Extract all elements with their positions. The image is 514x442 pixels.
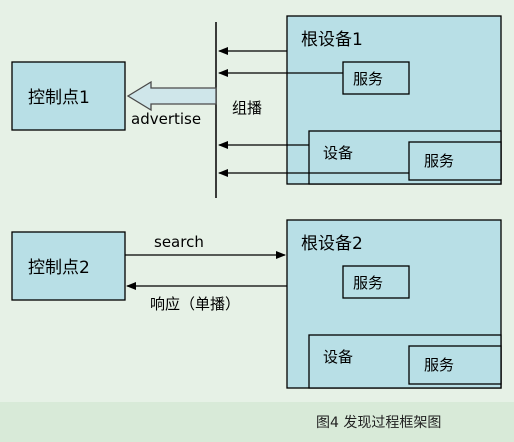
device-label-2: 设备 [323, 348, 353, 366]
service-box-2 [408, 141, 502, 181]
control-point-1-box [11, 61, 126, 131]
service-box-4 [408, 345, 502, 385]
response-label: 响应（单播） [150, 295, 240, 313]
discovery-diagram: 根设备1 服务 设备 服务 组播 控制点1 advertise 根设备2 服务 … [11, 15, 502, 389]
service-label-4: 服务 [424, 356, 454, 374]
multicast-label: 组播 [232, 99, 262, 117]
service-label-2: 服务 [424, 152, 454, 170]
figure-caption: 图4 发现过程框架图 [316, 415, 442, 431]
service-box-3 [342, 265, 410, 299]
root-device-1-label: 根设备1 [301, 30, 363, 50]
advertise-label: advertise [131, 110, 201, 128]
control-point-2-label: 控制点2 [28, 258, 90, 278]
service-label-3: 服务 [353, 274, 383, 292]
service-label-1: 服务 [353, 70, 383, 88]
advertise-arrow [126, 80, 217, 112]
service-box-1 [342, 61, 410, 95]
search-label: search [154, 233, 204, 251]
caption-bar: 图4 发现过程框架图 [0, 402, 514, 442]
device-label-1: 设备 [323, 144, 353, 162]
root-device-2-label: 根设备2 [301, 234, 363, 254]
control-point-1-label: 控制点1 [28, 88, 90, 108]
control-point-2-box [11, 231, 126, 301]
